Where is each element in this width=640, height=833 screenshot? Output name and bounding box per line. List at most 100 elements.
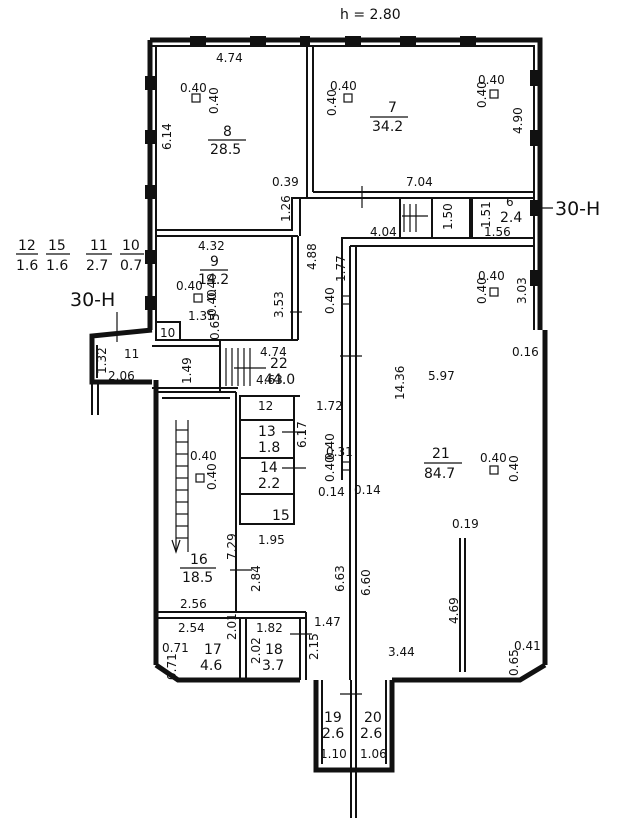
room-area: 28.5 <box>210 142 241 158</box>
dimension: 1.82 <box>256 621 283 635</box>
column-size: 0.40 <box>205 273 219 300</box>
dimension: 0.71 <box>162 641 189 655</box>
column-size: 0.40 <box>330 79 357 93</box>
dimension: 1.10 <box>320 747 347 761</box>
dimension: 3.03 <box>515 277 529 304</box>
dimension: 3.44 <box>388 645 415 659</box>
dimension: 1.50 <box>441 203 455 230</box>
walls <box>89 37 548 818</box>
dimension: 0.39 <box>272 175 299 189</box>
column-labels: 0.40 0.40 0.40 0.40 0.40 0.40 0.40 0.40 … <box>176 73 521 490</box>
dimension: 5.97 <box>428 369 455 383</box>
room-number: 14 <box>260 460 278 476</box>
room-number: 6 <box>506 195 514 209</box>
section-label: 30-H <box>555 198 600 220</box>
windows <box>145 36 540 310</box>
column-size: 0.40 <box>475 277 489 304</box>
dimension: 0.65 <box>208 313 222 340</box>
dimension: 0.65 <box>507 649 521 676</box>
dimension: 4.32 <box>198 239 225 253</box>
dimension: 4.88 <box>305 243 319 270</box>
dimension: 4.74 <box>260 345 287 359</box>
column-size: 0.40 <box>480 451 507 465</box>
room-number: 20 <box>364 710 382 726</box>
dimension: 6.17 <box>295 421 309 448</box>
column-size: 0.40 <box>176 279 203 293</box>
dimension: 1.51 <box>479 201 493 228</box>
dimension: 1.49 <box>180 357 194 384</box>
summary-number: 12 <box>18 238 36 254</box>
room-number: 16 <box>190 552 208 568</box>
summary-table: 12 15 11 10 1.6 1.6 2.7 0.7 <box>16 238 144 274</box>
dimension: 1.06 <box>360 747 387 761</box>
dimension: 0.31 <box>326 445 353 459</box>
dimension: 0.14 <box>318 485 345 499</box>
room-number: 13 <box>258 424 276 440</box>
dimension-labels: 4.74 6.14 0.39 1.26 7.04 4.90 1.50 1.51 … <box>95 51 541 761</box>
room-number: 18 <box>265 642 283 658</box>
column-size: 0.40 <box>478 73 505 87</box>
section-label: 30-H <box>70 289 115 311</box>
room-area: 4.6 <box>200 658 222 674</box>
dimension: 1.95 <box>258 533 285 547</box>
dimension: 0.16 <box>512 345 539 359</box>
room-labels: 8 28.5 7 34.2 6 2.4 9 14.2 10 11 22 44.0… <box>124 100 522 742</box>
room-area: 1.8 <box>258 440 280 456</box>
room-number: 9 <box>210 254 219 270</box>
room-number: 10 <box>160 326 175 340</box>
column-size: 0.40 <box>205 463 219 490</box>
column-size: 0.40 <box>190 449 217 463</box>
dimension: 2.01 <box>225 613 239 640</box>
room-area: 84.7 <box>424 466 455 482</box>
dimension: 4.04 <box>370 225 397 239</box>
dimension: 2.15 <box>307 633 321 660</box>
dimension: 14.36 <box>393 366 407 400</box>
dimension: 6.14 <box>160 123 174 150</box>
dimension: 1.35 <box>188 309 215 323</box>
stairs <box>171 204 428 554</box>
room-number: 15 <box>272 508 290 524</box>
column-size: 0.40 <box>475 81 489 108</box>
dimension: 1.56 <box>484 225 511 239</box>
dimension: 1.32 <box>95 347 109 374</box>
room-number: 19 <box>324 710 342 726</box>
dimension: 0.71 <box>165 653 179 680</box>
summary-number: 10 <box>122 238 140 254</box>
dimension: 2.54 <box>178 621 205 635</box>
summary-area: 2.7 <box>86 258 108 274</box>
room-area: 2.6 <box>360 726 382 742</box>
dimension: 0.41 <box>514 639 541 653</box>
dimension: 1.77 <box>334 255 348 282</box>
room-area: 2.4 <box>500 210 522 226</box>
column-size: 0.40 <box>478 269 505 283</box>
room-area: 2.2 <box>258 476 280 492</box>
column-size: 0.40 <box>325 89 339 116</box>
dimension: 4.90 <box>511 107 525 134</box>
dimension: 2.84 <box>249 565 263 592</box>
dimension: 4.63 <box>256 373 283 387</box>
room-area: 14.2 <box>198 272 229 288</box>
dimension: 6.60 <box>359 569 373 596</box>
dimension: 7.04 <box>406 175 433 189</box>
ceiling-height: h = 2.80 <box>340 7 401 23</box>
room-area: 34.2 <box>372 119 403 135</box>
summary-number: 11 <box>90 238 108 254</box>
room-number: 7 <box>388 100 397 116</box>
dimension: 2.06 <box>108 369 135 383</box>
room-area: 18.5 <box>182 570 213 586</box>
dimension: 0.19 <box>452 517 479 531</box>
dimension: 2.02 <box>249 637 263 664</box>
summary-number: 15 <box>48 238 66 254</box>
summary-area: 1.6 <box>46 258 68 274</box>
dimension: 4.69 <box>447 597 461 624</box>
column-size: 0.40 <box>180 81 207 95</box>
dimension: 1.47 <box>314 615 341 629</box>
column-size: 0.40 <box>507 455 521 482</box>
door-marks <box>230 186 363 695</box>
room-number: 12 <box>258 399 273 413</box>
column-size: 0.40 <box>323 287 337 314</box>
room-number: 17 <box>204 642 222 658</box>
room-area: 3.7 <box>262 658 284 674</box>
room-number: 22 <box>270 356 288 372</box>
